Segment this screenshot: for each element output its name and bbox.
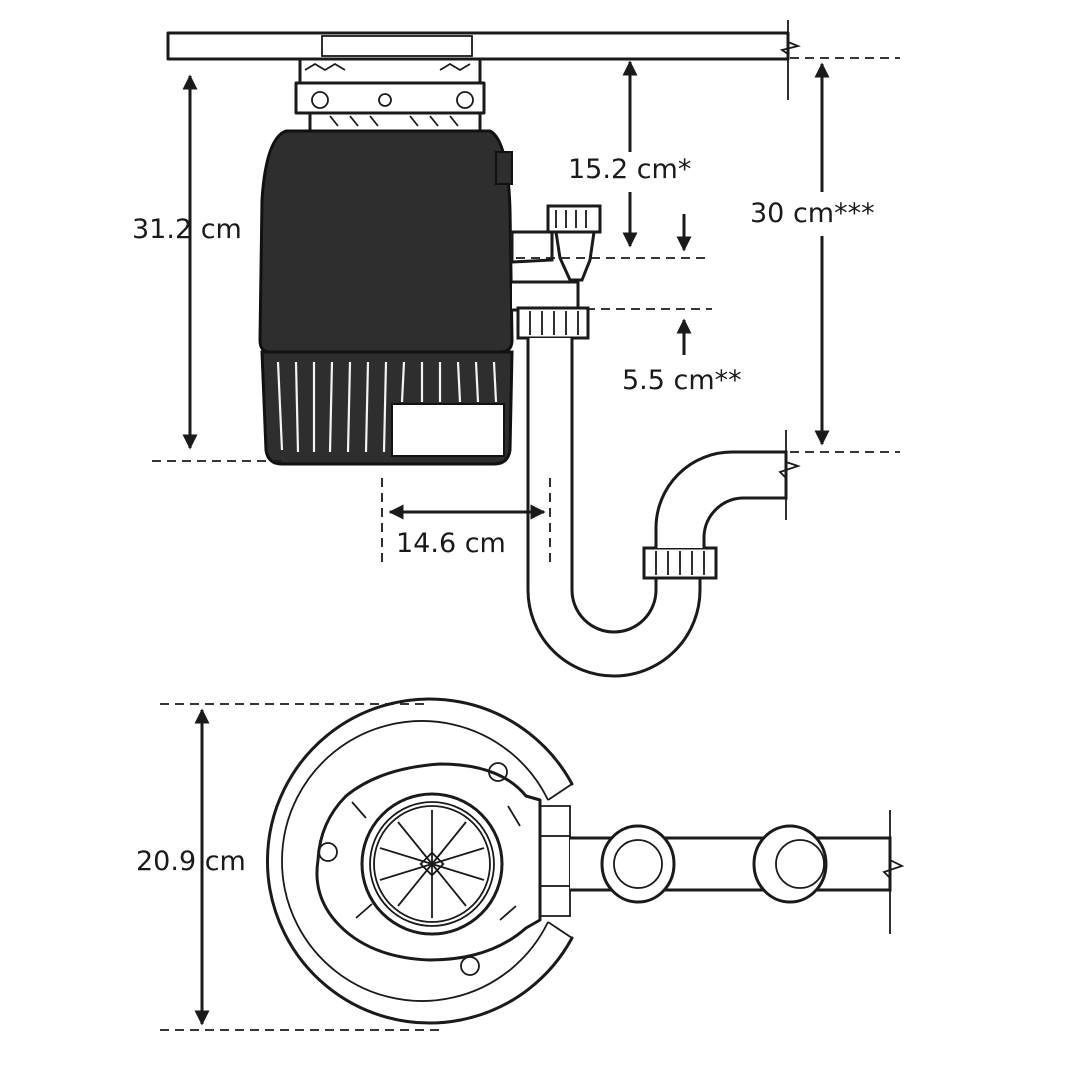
label-unit-diameter: 20.9 cm	[136, 846, 246, 877]
label-inlet-offset: 15.2 cm*	[568, 154, 692, 185]
label-outlet-offset: 5.5 cm**	[622, 365, 742, 396]
top-view	[160, 697, 905, 1031]
outlet-pipe-top	[570, 810, 905, 934]
dim-unit-diameter	[160, 703, 440, 1031]
mounting-ring	[315, 762, 542, 976]
disposer-body	[258, 129, 514, 466]
dim-outlet-offset	[586, 308, 712, 355]
drain-trap	[512, 280, 801, 678]
mounting-assembly	[294, 57, 486, 133]
label-unit-height: 31.2 cm	[132, 214, 242, 245]
dim-unit-height	[152, 74, 282, 462]
dishwasher-inlet	[510, 204, 602, 282]
dim-inlet-offset	[516, 60, 710, 259]
drain-opening	[360, 792, 504, 936]
dim-trap-drop	[790, 57, 900, 453]
dim-outlet-distance	[381, 478, 551, 566]
label-trap-drop: 30 cm***	[750, 198, 875, 229]
side-view	[152, 20, 900, 678]
label-outlet-distance: 14.6 cm	[396, 528, 506, 559]
